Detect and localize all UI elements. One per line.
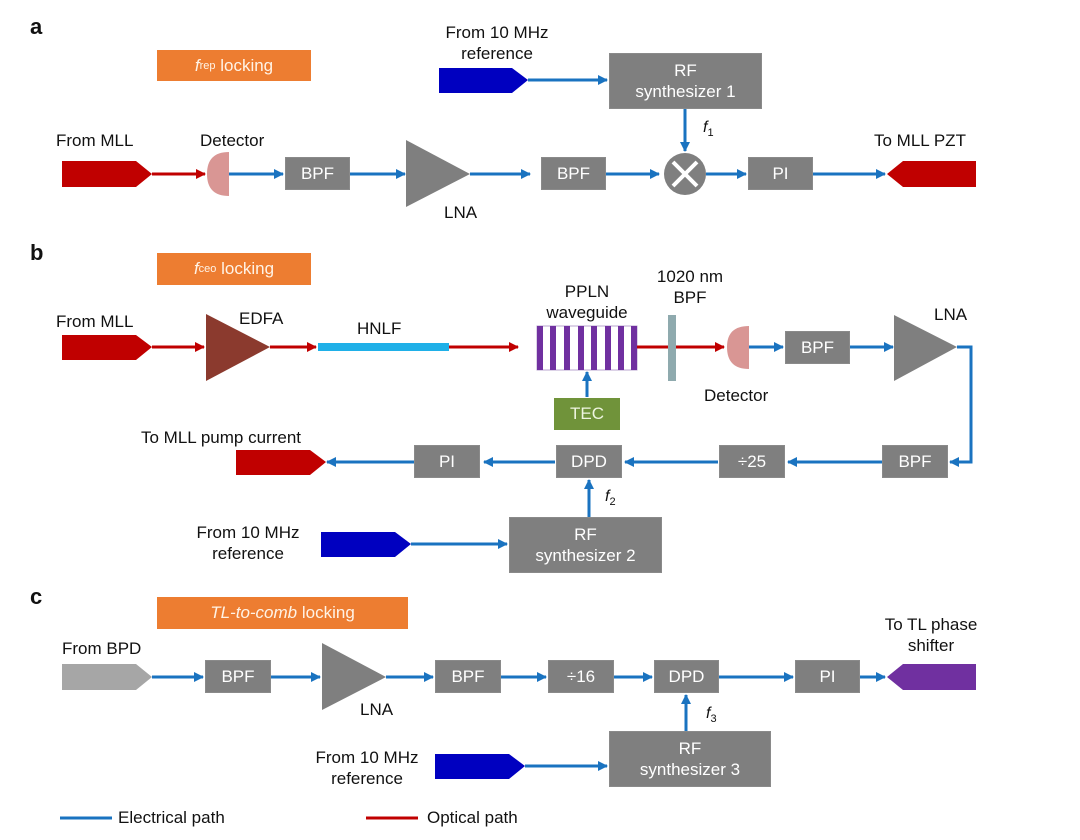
detector-b <box>727 326 749 369</box>
reference-label-a: From 10 MHz reference <box>437 22 557 64</box>
pi-block-c: PI <box>795 660 860 693</box>
edfa-label: EDFA <box>239 309 284 328</box>
mixer-cross-2 <box>671 160 699 188</box>
ppln-label: PPLN waveguide <box>527 281 647 323</box>
synth-line1: RF <box>574 525 597 544</box>
divider-25-block: ÷25 <box>719 445 785 478</box>
reference-label-line1: From 10 MHz <box>445 23 549 42</box>
from-mll-label-a: From MLL <box>56 131 134 150</box>
bpf-block-c2: BPF <box>435 660 501 693</box>
bpf-block-c1: BPF <box>205 660 271 693</box>
filter-label-line2: BPF <box>673 288 707 307</box>
from-bpd-label: From BPD <box>62 639 142 658</box>
hnlf-b <box>318 343 449 351</box>
badge-symbol: f <box>193 259 199 278</box>
legend-electrical-label: Electrical path <box>118 808 225 827</box>
pi-block-a: PI <box>748 157 813 190</box>
filter-1020nm-b <box>668 315 676 381</box>
rf-synthesizer-3: RF synthesizer 3 <box>609 731 771 787</box>
to-mll-pump-current-label: To MLL pump current <box>141 428 301 447</box>
f3-label: f3 <box>706 705 717 725</box>
to-mll-pzt-label: To MLL PZT <box>874 131 966 150</box>
rf-synthesizer-2: RF synthesizer 2 <box>509 517 662 573</box>
synth-line2: synthesizer 1 <box>635 82 736 101</box>
reference-label-line1: From 10 MHz <box>196 523 300 542</box>
synth-line2: synthesizer 2 <box>535 546 636 565</box>
reference-label-line1: From 10 MHz <box>315 748 419 767</box>
bpd-input-port-c <box>62 664 152 690</box>
lna-a <box>406 140 470 207</box>
ppln-waveguide-b <box>536 325 638 371</box>
electrical-path-b3 <box>949 345 973 467</box>
bpf-block-a1: BPF <box>285 157 350 190</box>
pump-output-port-b <box>236 450 326 475</box>
reference-port-a <box>439 68 528 93</box>
mll-input-port-b <box>62 335 152 360</box>
reference-label-b: From 10 MHz reference <box>188 522 308 564</box>
divider-16-block: ÷16 <box>548 660 614 693</box>
shifter-label-line2: shifter <box>907 636 955 655</box>
mll-input-port-a <box>62 161 152 187</box>
reference-label-c: From 10 MHz reference <box>307 747 427 789</box>
f2-symbol: f <box>605 488 610 505</box>
reference-port-b <box>321 532 411 557</box>
badge-subscript: rep <box>199 59 216 72</box>
pi-block-b: PI <box>414 445 480 478</box>
f2-label: f2 <box>605 488 616 508</box>
reference-label-line2: reference <box>212 544 284 563</box>
bpf-block-a2: BPF <box>541 157 606 190</box>
ppln-label-line2: waveguide <box>546 303 628 322</box>
lna-c <box>322 643 386 710</box>
lna-label-c: LNA <box>360 700 394 719</box>
lna-b <box>894 315 957 381</box>
badge-text: locking <box>216 259 275 278</box>
rf-synthesizer-1: RF synthesizer 1 <box>609 53 762 109</box>
filter-label-line1: 1020 nm <box>656 267 724 286</box>
badge-italic: TL-to-comb <box>210 603 298 622</box>
ppln-label-line1: PPLN <box>564 282 610 301</box>
hnlf-label: HNLF <box>357 319 402 338</box>
detector-a <box>207 152 229 196</box>
synth-line2: synthesizer 3 <box>639 760 741 779</box>
synth-line1: RF <box>678 739 702 758</box>
filter-1020nm-label: 1020 nm BPF <box>640 266 740 308</box>
f1-label: f1 <box>703 119 714 139</box>
tl-to-comb-locking-badge: TL-to-comb locking <box>157 597 408 629</box>
badge-text: locking <box>297 603 355 622</box>
reference-label-line2: reference <box>331 769 403 788</box>
reference-port-c <box>435 754 525 779</box>
to-tl-phase-shifter-label: To TL phase shifter <box>873 614 989 656</box>
f3-subscript: 3 <box>710 713 717 726</box>
panel-letter-c: c <box>30 584 43 609</box>
badge-subscript: ceo <box>198 263 217 275</box>
bpf-block-b2: BPF <box>882 445 948 478</box>
pzt-output-port-a <box>887 161 976 187</box>
f3-symbol: f <box>706 705 711 722</box>
detector-label-a: Detector <box>200 131 265 150</box>
f2-subscript: 2 <box>609 496 616 509</box>
lna-label-a: LNA <box>444 203 478 222</box>
edfa-b <box>206 314 270 381</box>
synth-line1: RF <box>674 61 697 80</box>
phase-shifter-output-port-c <box>887 664 976 690</box>
dpd-block-c: DPD <box>654 660 719 693</box>
f1-symbol: f <box>703 119 708 136</box>
panel-letter-a: a <box>30 14 43 39</box>
panel-letter-b: b <box>30 240 44 265</box>
detector-label-b: Detector <box>704 386 769 405</box>
legend-optical-label: Optical path <box>427 808 518 827</box>
reference-label-line2: reference <box>461 44 533 63</box>
shifter-label-line1: To TL phase <box>884 615 978 634</box>
badge-symbol: f <box>194 55 200 75</box>
tec-block: TEC <box>554 398 620 430</box>
f1-subscript: 1 <box>707 127 714 140</box>
from-mll-label-b: From MLL <box>56 312 134 331</box>
badge-text: locking <box>215 55 274 75</box>
dpd-block-b: DPD <box>556 445 622 478</box>
lna-label-b: LNA <box>934 305 968 324</box>
bpf-block-b1: BPF <box>785 331 850 364</box>
